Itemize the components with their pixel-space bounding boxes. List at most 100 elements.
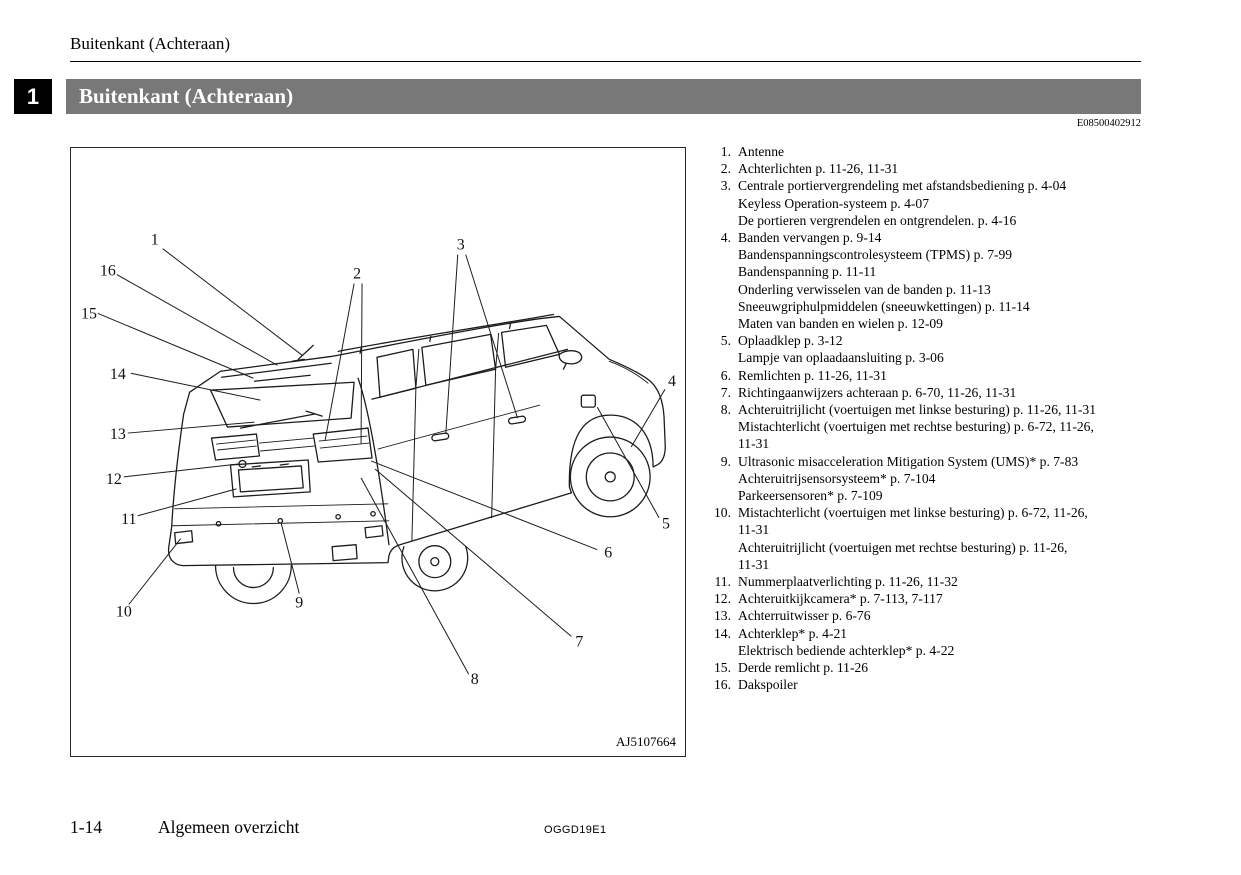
leader-13 — [127, 421, 255, 434]
legend-item: 2. Achterlichten p. 11-26, 11-31 — [705, 160, 1151, 177]
tow-hook-cover — [331, 544, 358, 562]
legend-line: Achterklep* p. 4-21 — [738, 625, 848, 641]
revision-code: E08500402912 — [1076, 118, 1141, 129]
tailgate-garnish — [258, 437, 315, 452]
legend-item: 10. Mistachterlicht (voertuigen met link… — [705, 504, 1151, 573]
legend-item-text: Centrale portiervergrendeling met afstan… — [738, 177, 1066, 229]
footer-doc-code: OGGD19E1 — [544, 824, 607, 836]
leader-8 — [360, 477, 470, 675]
parking-sensor — [215, 520, 222, 527]
legend-line: Remlichten p. 11-26, 11-31 — [738, 367, 887, 383]
leader-5 — [596, 406, 660, 519]
legend-list: 1. Antenne 2. Achterlichten p. 11-26, 11… — [705, 143, 1151, 694]
legend-line: 11-31 — [738, 556, 770, 572]
door-handle — [507, 415, 527, 425]
leader-3b — [465, 254, 519, 419]
legend-line: Parkeersensoren* p. 7-109 — [738, 488, 883, 504]
legend-line: Bandenspanning p. 11-11 — [738, 264, 877, 280]
section-banner: Buitenkant (Achteraan) — [66, 79, 1141, 114]
running-header: Buitenkant (Achteraan) — [70, 34, 231, 53]
antenna — [291, 344, 314, 362]
wheel-left — [214, 564, 292, 605]
legend-item-text: Dakspoiler — [738, 676, 798, 693]
taillight-right — [312, 427, 373, 463]
legend-line: Elektrisch bediende achterklep* p. 4-22 — [738, 642, 955, 658]
car-rear-diagram: 1 2 3 4 5 6 7 8 9 10 11 12 13 14 15 16 — [81, 232, 676, 689]
legend-item-text: Derde remlicht p. 11-26 — [738, 659, 868, 676]
taillight-left — [210, 433, 261, 461]
callout-2: 2 — [353, 266, 361, 283]
rear-fog-light — [174, 530, 194, 545]
legend-line: Dakspoiler — [738, 677, 798, 693]
legend-line: Achteruitrijsensorsysteem* p. 7-104 — [738, 470, 936, 486]
callout-8: 8 — [471, 671, 479, 688]
legend-line: Richtingaanwijzers achteraan p. 6-70, 11… — [738, 384, 1017, 400]
legend-item-number: 10. — [714, 505, 731, 521]
legend-item: 9. Ultrasonic misacceleration Mitigation… — [705, 453, 1151, 505]
parking-sensor — [370, 510, 376, 517]
rear-window — [209, 381, 355, 428]
legend-line: Nummerplaatverlichting p. 11-26, 11-32 — [738, 574, 958, 590]
legend-line: Mistachterlicht (voertuigen met rechtse … — [738, 419, 1094, 435]
legend-item-text: Achteruitrijlicht (voertuigen met linkse… — [738, 401, 1096, 453]
leader-15 — [97, 312, 254, 379]
side-mirror — [558, 350, 583, 370]
leader-11 — [137, 488, 237, 517]
legend-line: Onderling verwisselen van de banden p. 1… — [738, 281, 991, 297]
license-plate-recess — [229, 459, 311, 498]
legend-line: Lampje van oplaadaansluiting p. 3-06 — [738, 350, 944, 366]
legend-item: 16. Dakspoiler — [705, 676, 1151, 693]
legend-line: De portieren vergrendelen en ontgrendele… — [738, 212, 1017, 228]
callout-7: 7 — [575, 633, 583, 650]
legend-item-text: Achterlichten p. 11-26, 11-31 — [738, 160, 898, 177]
rear-wiper — [239, 410, 323, 429]
roof-rail-feet — [359, 322, 512, 354]
charge-port-flap — [580, 394, 596, 408]
legend-item: 8. Achteruitrijlicht (voertuigen met lin… — [705, 401, 1151, 453]
leader-2b — [360, 283, 363, 445]
parking-sensor — [335, 513, 341, 520]
license-plate — [237, 465, 304, 493]
leader-9 — [280, 523, 300, 594]
legend-item-text: Richtingaanwijzers achteraan p. 6-70, 11… — [738, 384, 1016, 401]
callout-11: 11 — [121, 511, 136, 528]
legend-item: 14. Achterklep* p. 4-21 Elektrisch bedie… — [705, 625, 1151, 659]
callout-3: 3 — [457, 237, 465, 254]
leader-1 — [162, 248, 303, 356]
wheel — [569, 436, 651, 518]
legend-item-number: 6. — [720, 367, 731, 383]
figure-box: 1 2 3 4 5 6 7 8 9 10 11 12 13 14 15 16 A… — [70, 147, 686, 757]
callout-16: 16 — [100, 263, 116, 280]
legend-item: 6. Remlichten p. 11-26, 11-31 — [705, 367, 1151, 384]
chapter-number-tab: 1 — [14, 79, 52, 114]
legend-line: Achterruitwisser p. 6-76 — [738, 608, 871, 624]
rear-reflector — [364, 525, 384, 539]
legend-line: Ultrasonic misacceleration Mitigation Sy… — [738, 453, 1079, 469]
roof-rail — [337, 313, 555, 352]
legend-item-number: 5. — [720, 333, 731, 349]
legend-item: 3. Centrale portiervergrendeling met afs… — [705, 177, 1151, 229]
legend-item-text: Antenne — [738, 143, 784, 160]
legend-line: Derde remlicht p. 11-26 — [738, 660, 869, 676]
callout-12: 12 — [106, 471, 122, 488]
legend-item: 1. Antenne — [705, 143, 1151, 160]
legend-item: 7. Richtingaanwijzers achteraan p. 6-70,… — [705, 384, 1151, 401]
legend-line: Centrale portiervergrendeling met afstan… — [738, 178, 1067, 194]
legend-item-number: 3. — [720, 178, 731, 194]
quarter-window — [376, 348, 417, 398]
legend-item: 13. Achterruitwisser p. 6-76 — [705, 607, 1151, 624]
legend-item-number: 11. — [714, 574, 732, 590]
legend-item-text: Remlichten p. 11-26, 11-31 — [738, 367, 887, 384]
legend-item: 11. Nummerplaatverlichting p. 11-26, 11-… — [705, 573, 1151, 590]
leader-16 — [116, 274, 278, 366]
legend-item-number: 9. — [720, 453, 731, 469]
leader-10 — [128, 538, 182, 605]
callout-leader-lines — [97, 248, 666, 675]
car-body-outline — [167, 315, 666, 567]
callout-labels: 1 2 3 4 5 6 7 8 9 10 11 12 13 14 15 16 — [81, 232, 676, 689]
character-line — [377, 404, 540, 450]
legend-line: 11-31 — [738, 522, 770, 538]
third-brake-light — [253, 374, 311, 382]
legend-line: Keyless Operation-systeem p. 4-07 — [738, 195, 930, 211]
legend-item-number: 16. — [714, 677, 731, 693]
